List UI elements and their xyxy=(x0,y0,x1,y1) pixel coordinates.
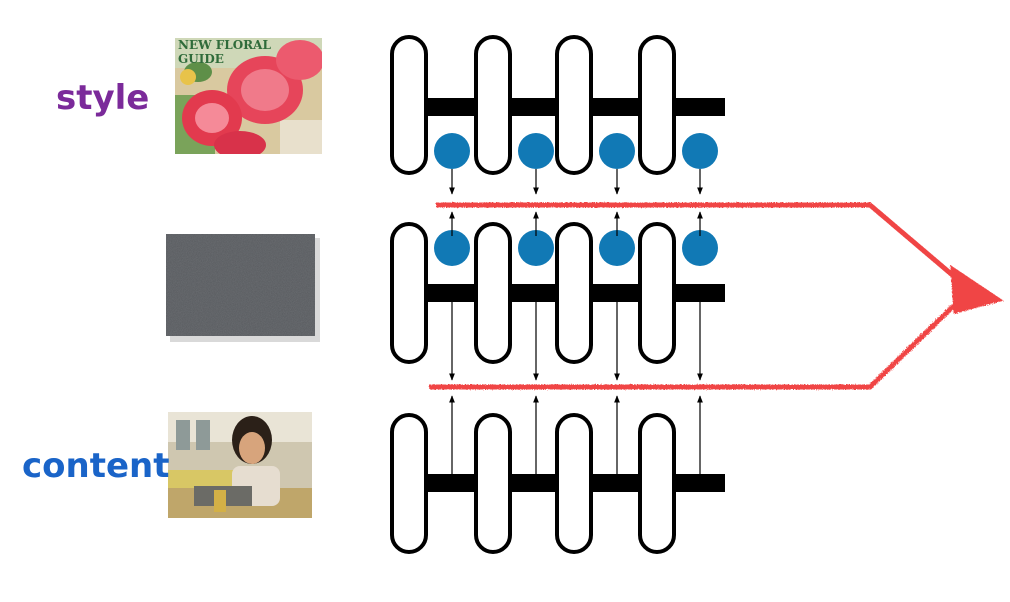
generated-noise-image xyxy=(166,234,320,342)
feature-dot xyxy=(682,133,718,169)
conv-layer xyxy=(392,415,426,552)
conv-layer xyxy=(476,415,510,552)
style-label: style xyxy=(56,78,149,118)
svg-text:NEW FLORAL: NEW FLORAL xyxy=(178,38,271,52)
conv-layer xyxy=(640,415,674,552)
svg-text:GUIDE: GUIDE xyxy=(178,52,224,66)
conv-layer xyxy=(557,224,591,362)
cnn-networks xyxy=(392,37,725,552)
conv-layer xyxy=(557,415,591,552)
network-generated xyxy=(392,224,725,362)
conv-layer xyxy=(640,37,674,173)
feature-dot xyxy=(518,133,554,169)
conv-layer xyxy=(640,224,674,362)
content-label: content xyxy=(22,446,170,486)
feature-dot xyxy=(434,133,470,169)
conv-layer xyxy=(392,224,426,362)
network-style xyxy=(392,37,725,173)
content-image xyxy=(168,412,312,518)
conv-layer xyxy=(476,37,510,173)
conv-layer xyxy=(392,37,426,173)
network-content xyxy=(392,415,725,552)
conv-layer xyxy=(557,37,591,173)
feature-dot xyxy=(599,133,635,169)
style-image: NEW FLORAL GUIDE xyxy=(175,38,324,159)
conv-layer xyxy=(476,224,510,362)
